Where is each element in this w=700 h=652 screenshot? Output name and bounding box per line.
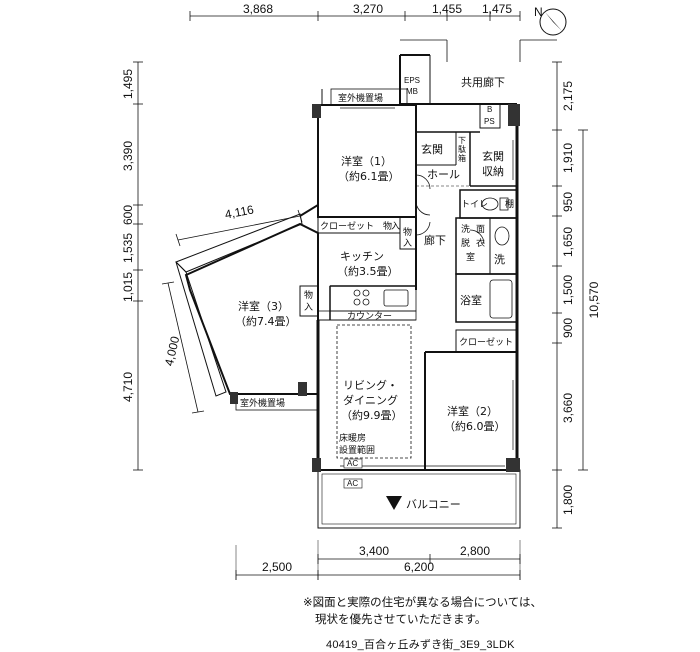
- common-corridor-label: 共用廊下: [461, 75, 505, 89]
- living-name-2: ダイニング: [343, 393, 398, 407]
- western-room-2-size: （約6.0畳）: [444, 419, 506, 433]
- hall-label: ホール: [427, 168, 460, 181]
- closet-room2-label: クローゼット: [459, 336, 513, 348]
- dim-left-3: 600: [121, 205, 135, 225]
- dim-left-1: 1,495: [121, 69, 135, 99]
- washroom-2: 面: [476, 224, 485, 235]
- kitchen-name: キッチン: [340, 250, 384, 263]
- balcony: AC バルコニー: [317, 469, 521, 529]
- western-room-1-size: （約6.1畳）: [338, 169, 400, 183]
- bath-label: 浴室: [460, 293, 482, 307]
- western-room-3-name: 洋室（3）: [238, 299, 289, 313]
- disclaimer-note: ※図面と実際の住宅が異なる場合については、 現状を優先させていただきます。: [303, 594, 542, 628]
- svg-text:室外機置場: 室外機置場: [338, 92, 383, 104]
- outdoor-unit-bottom-label: 室外機置場: [240, 397, 285, 409]
- shoe-box-1: 下: [458, 136, 466, 145]
- counter-label: カウンター: [347, 311, 392, 322]
- floor-heating-1: 床暖房: [339, 432, 366, 444]
- washroom-5: 室: [466, 251, 475, 263]
- dim-right-total: 10,570: [587, 281, 601, 318]
- eps-label: EPS: [404, 76, 420, 85]
- svg-text:N: N: [534, 5, 543, 19]
- western-room-3-shape: [175, 213, 319, 411]
- kitchen-size: （約3.5畳）: [337, 264, 399, 278]
- storage-room3-2: 入: [304, 302, 313, 313]
- note-line-1: ※図面と実際の住宅が異なる場合については、: [303, 595, 543, 609]
- storage-label-a: 物: [383, 220, 392, 232]
- svg-text:AC: AC: [347, 459, 358, 468]
- storage-kitchen-2: 入: [403, 238, 412, 249]
- structural-columns: [230, 104, 520, 472]
- shelf-label: 棚: [505, 198, 514, 210]
- right-dimensions: [552, 61, 588, 529]
- plan-code: 40419_百合ヶ丘みずき街_3E9_3LDK: [326, 639, 515, 651]
- dim-top-1: 3,868: [243, 2, 273, 16]
- mb-label: MB: [406, 87, 418, 96]
- dim-right-5: 1,500: [561, 275, 575, 305]
- washroom-1: 洗: [461, 223, 470, 235]
- western-room-1-name: 洋室（1）: [341, 154, 392, 168]
- dim-left-6: 4,710: [121, 372, 135, 402]
- dim-right-6: 900: [561, 318, 575, 338]
- floor-heating-2: 設置範囲: [339, 444, 375, 456]
- dim-top-4: 1,475: [482, 2, 512, 16]
- left-dimensions: [133, 61, 143, 471]
- top-dimensions: [189, 11, 521, 21]
- note-line-2: 現状を優先させていただきます。: [315, 612, 487, 626]
- western-room-2-name: 洋室（2）: [447, 404, 498, 418]
- b-label: B: [487, 105, 492, 114]
- entrance-label: 玄関: [421, 142, 443, 156]
- dim-right-1: 2,175: [561, 81, 575, 111]
- dim-right-4: 1,650: [561, 227, 575, 257]
- western-room-3-size: （約7.4畳）: [235, 314, 297, 328]
- entrance-storage-2: 収納: [482, 165, 504, 178]
- washroom-3: 脱: [461, 237, 470, 249]
- dim-right-2: 1,910: [561, 143, 575, 173]
- top-right-strip: [400, 39, 557, 62]
- living-size: （約9.9畳）: [341, 408, 403, 422]
- dim-right-7: 3,660: [561, 393, 575, 423]
- dim-right-3: 950: [561, 192, 575, 212]
- entry-arrow-icon: [386, 496, 402, 510]
- living-name-1: リビング・: [343, 378, 398, 392]
- washer-label: 洗: [494, 253, 505, 266]
- fixtures: [353, 174, 510, 307]
- diagonal-dimension-lines: [161, 209, 303, 414]
- balcony-label: バルコニー: [406, 498, 461, 511]
- shoe-box-2: 駄: [458, 144, 466, 154]
- toilet-label: トイレ: [461, 200, 488, 210]
- storage-kitchen-1: 物: [403, 226, 412, 238]
- window-marks: [340, 107, 514, 467]
- dim-bottom-3: 2,500: [262, 560, 292, 574]
- dim-bottom-4: 6,200: [404, 560, 434, 574]
- dim-left-5: 1,015: [121, 272, 135, 302]
- washroom-4: 衣: [476, 237, 485, 249]
- dim-left-4: 1,535: [121, 233, 135, 263]
- dim-right-8: 1,800: [561, 485, 575, 515]
- entrance-storage-1: 玄関: [482, 149, 504, 163]
- storage-room3-1: 物: [304, 289, 313, 301]
- dim-left-2: 3,390: [121, 141, 135, 171]
- dim-top-3: 1,455: [432, 2, 462, 16]
- svg-text:AC: AC: [347, 479, 358, 488]
- outdoor-unit-top: 室外機置場: [321, 88, 408, 106]
- storage-label-b: 入: [391, 221, 400, 232]
- dim-top-2: 3,270: [353, 2, 383, 16]
- north-arrow-icon: N: [534, 5, 567, 36]
- dim-diag-2: 4,000: [162, 335, 182, 368]
- bottom-dimensions: [235, 540, 521, 580]
- ps-label: PS: [484, 117, 495, 126]
- dim-bottom-2: 2,800: [460, 544, 490, 558]
- dim-bottom-1: 3,400: [359, 544, 389, 558]
- ac-unit-living: [343, 458, 363, 469]
- closet-room1-label: クローゼット: [320, 220, 374, 232]
- shoe-box-3: 箱: [458, 153, 466, 163]
- dim-diag-1: 4,116: [224, 202, 256, 221]
- corridor-label: 廊下: [424, 233, 446, 247]
